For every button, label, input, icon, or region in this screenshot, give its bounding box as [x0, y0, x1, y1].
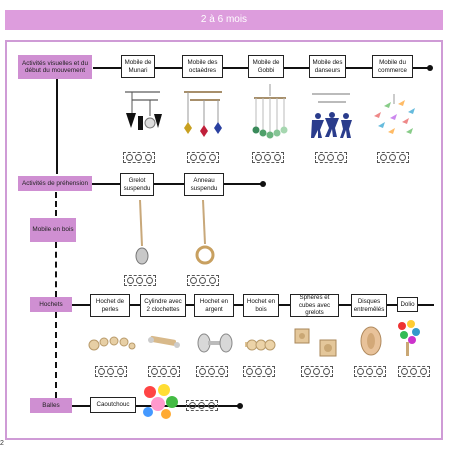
munari-mobile-image: [125, 91, 162, 130]
item-interlocking-discs: Disques entremêlés: [351, 294, 387, 317]
progress-circles: [252, 152, 284, 163]
spheres-cubes-image: [294, 328, 337, 357]
item-octahedron-mobile: Mobile des octaèdres: [182, 55, 223, 78]
wooden-rattle-image: [245, 339, 276, 351]
progress-circles: [243, 366, 275, 377]
progress-circles: [95, 366, 127, 377]
progress-circles: [123, 152, 155, 163]
gobbi-mobile-image: [252, 84, 288, 139]
progress-circles: [398, 366, 430, 377]
category-rattles: Hochets: [30, 297, 72, 312]
category-grasping-activities: Activités de préhension: [18, 176, 92, 191]
balls-image: [143, 384, 178, 419]
progress-circles: [301, 366, 333, 377]
suspended-ring-image: [195, 200, 215, 265]
item-munari-mobile: Mobile de Munari: [121, 55, 155, 78]
page-header: 2 à 6 mois: [5, 10, 443, 30]
item-suspended-bell: Grelot suspendu: [120, 173, 154, 196]
item-dolio: Dolio: [397, 297, 418, 312]
timeline-end-dot: [260, 181, 266, 187]
item-commercial-mobile: Mobile du commerce: [372, 55, 413, 78]
progress-circles: [196, 366, 228, 377]
timeline-end-dot: [427, 65, 433, 71]
connector-dashed: [55, 312, 57, 398]
progress-circles: [187, 275, 219, 286]
category-balls: Balles: [30, 398, 72, 413]
diagram-frame: [5, 40, 443, 440]
item-silver-rattle: Hochet en argent: [194, 294, 234, 317]
connector-dashed: [55, 192, 57, 216]
progress-circles: [315, 152, 347, 163]
item-rubber-ball: Caoutchouc: [90, 397, 136, 413]
interlocking-discs-image: [360, 326, 382, 356]
bead-rattle-image: [88, 336, 136, 351]
item-spheres-cubes: Sphères et cubes avec grelots: [290, 294, 339, 317]
dancers-mobile-image: [311, 93, 352, 138]
cylinder-bells-image: [148, 335, 180, 348]
progress-circles: [187, 152, 219, 163]
progress-circles: [124, 275, 156, 286]
progress-circles: [377, 152, 409, 163]
item-gobbi-mobile: Mobile de Gobbi: [248, 55, 284, 78]
item-dancers-mobile: Mobile des danseurs: [309, 55, 346, 78]
progress-circles: [354, 366, 386, 377]
category-wooden-mobile: Mobile en bois: [30, 218, 76, 242]
silver-rattle-image: [197, 333, 233, 353]
commercial-mobile-image: [374, 94, 415, 134]
timeline-row-2: [92, 183, 263, 185]
octahedron-mobile-image: [184, 91, 222, 137]
progress-circles: [148, 366, 180, 377]
connector-dashed: [55, 242, 57, 297]
item-suspended-ring: Anneau suspendu: [184, 173, 224, 196]
item-cylinder-bells: Cylindre avec 2 clochettes: [140, 294, 186, 317]
timeline-end-dot: [237, 403, 243, 409]
suspended-bell-image: [135, 200, 149, 265]
connector-line: [56, 77, 58, 174]
progress-circles: [186, 400, 218, 411]
page-number: 2: [0, 440, 4, 447]
item-bead-rattle: Hochet de perles: [90, 294, 130, 317]
dolio-image: [398, 320, 420, 356]
item-wooden-rattle: Hochet en bois: [243, 294, 279, 317]
category-visual-activities: Activités visuelles et du début du mouve…: [18, 55, 92, 79]
page-title: 2 à 6 mois: [200, 14, 248, 25]
